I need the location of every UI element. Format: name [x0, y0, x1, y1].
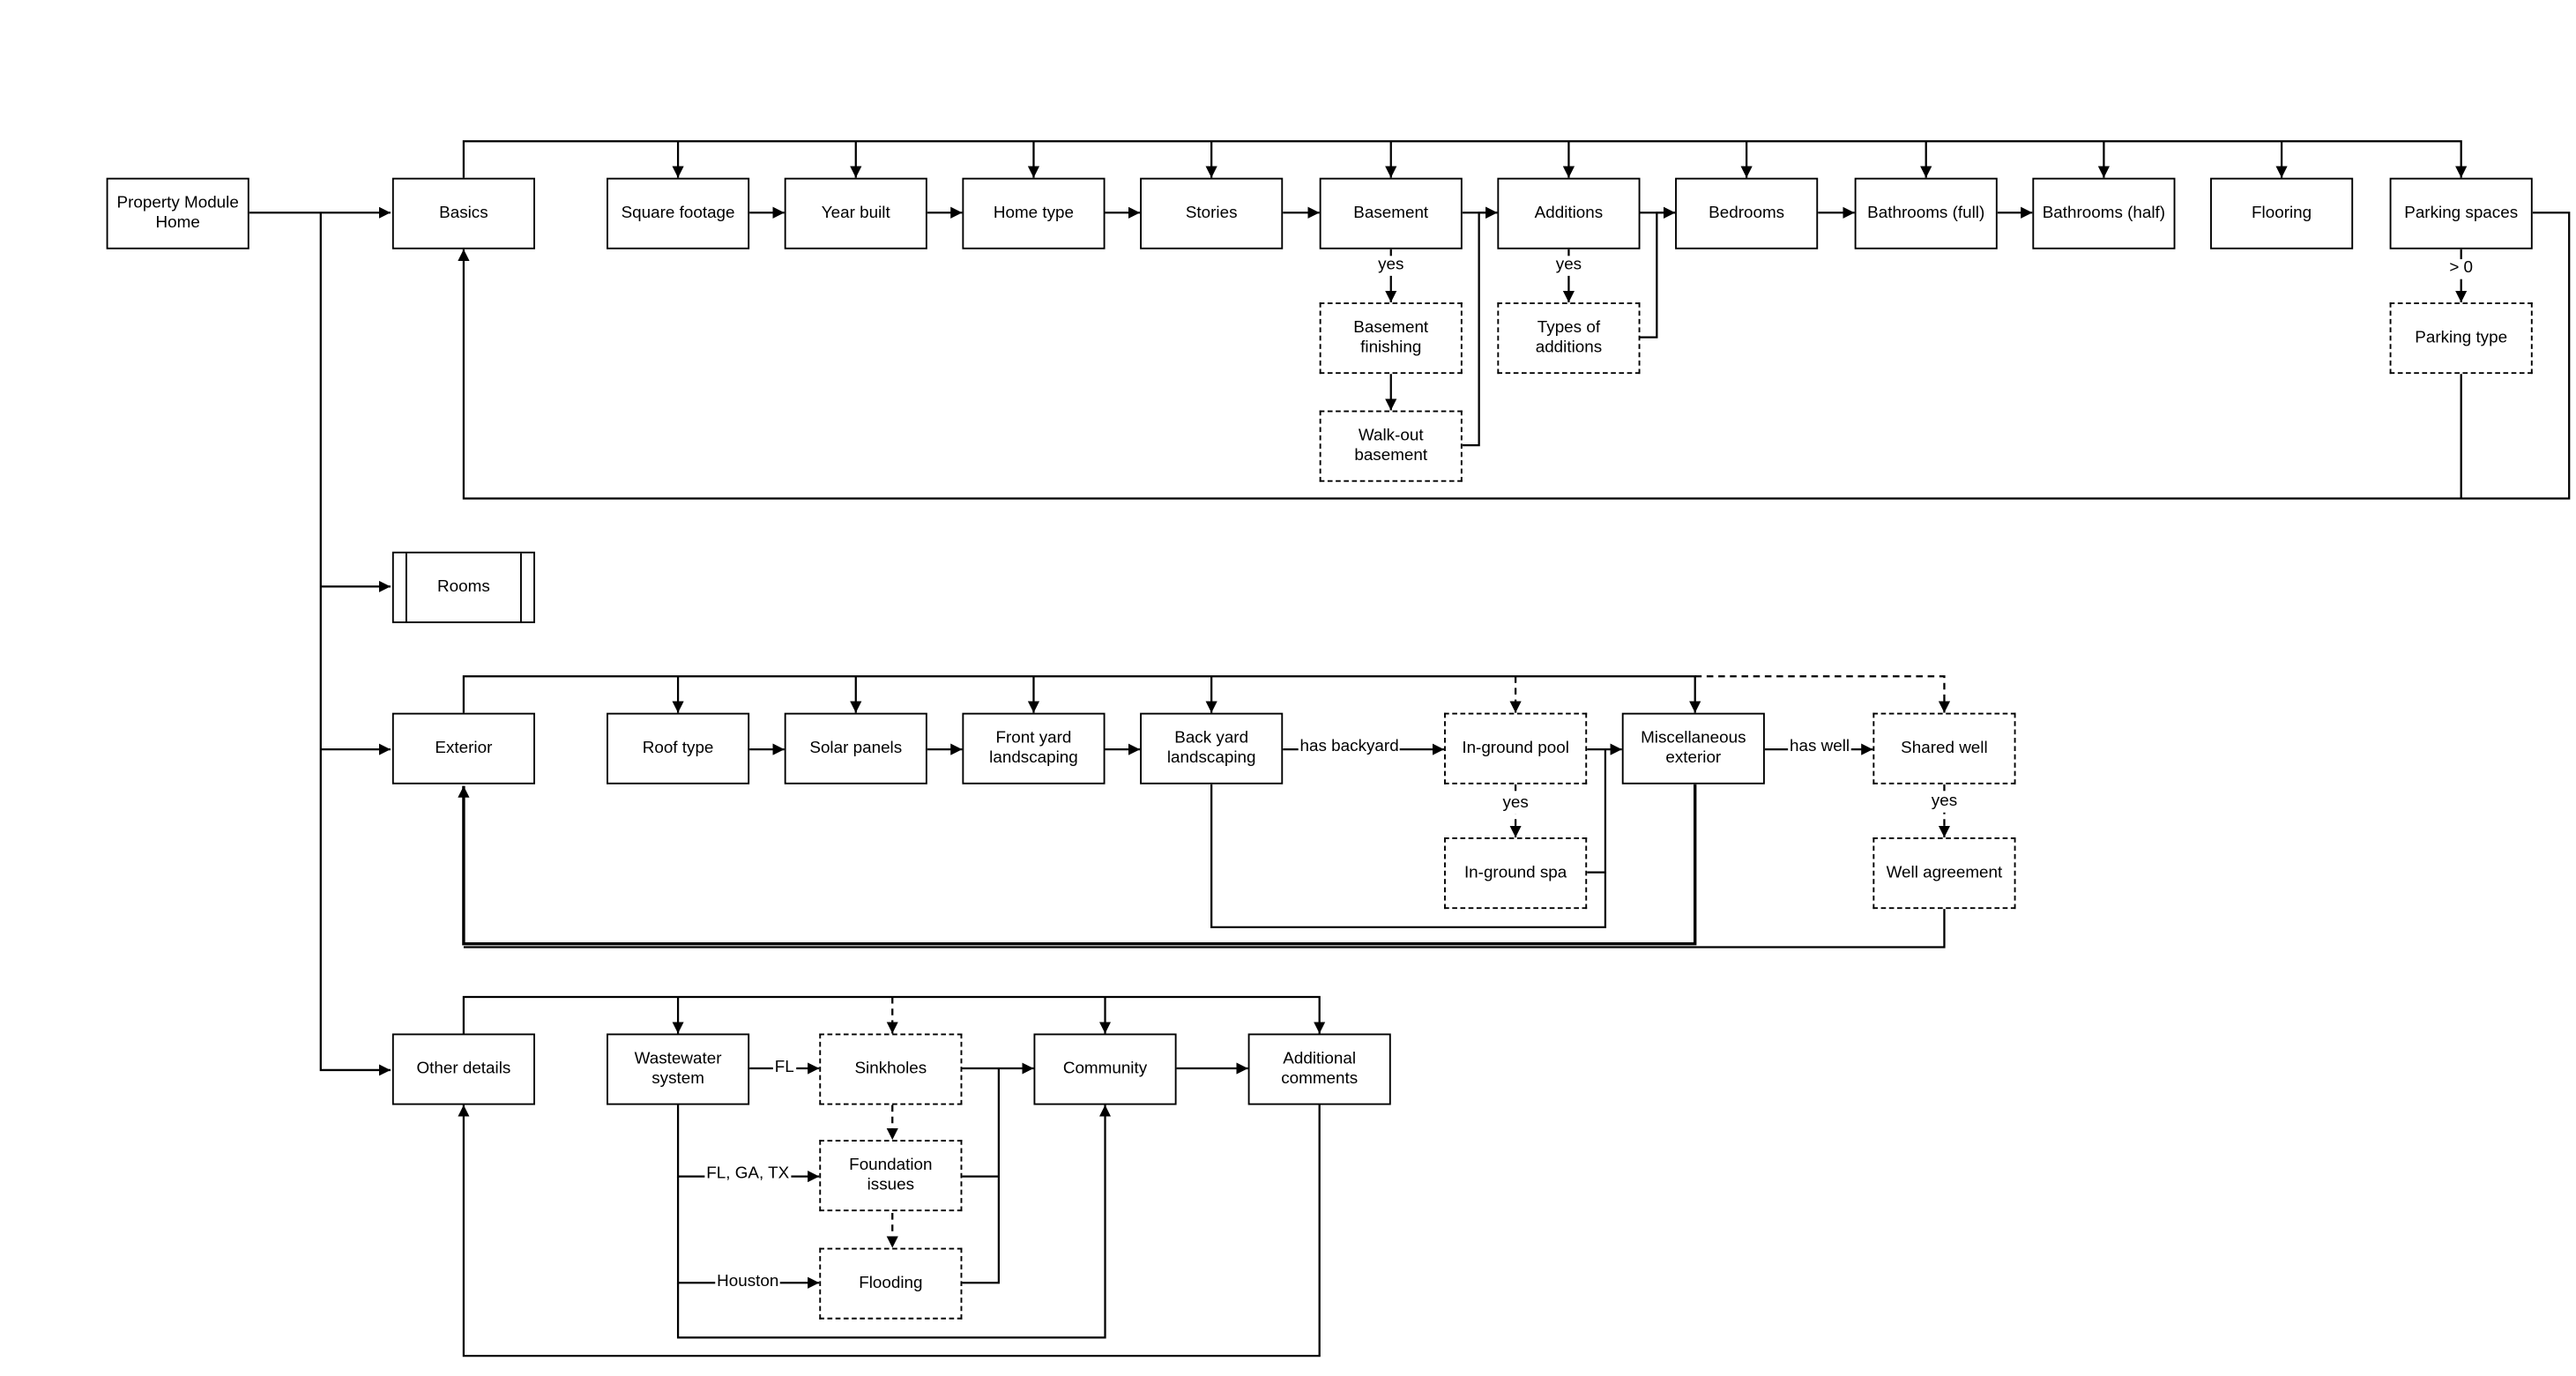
edge-label-basement-yes: yes [1376, 256, 1406, 276]
edge-label-parking-gt0: > 0 [2447, 259, 2475, 279]
property-module-home-node[interactable]: Property Module Home [106, 177, 249, 249]
foundation-issues-node[interactable]: Foundation issues [819, 1140, 963, 1212]
connector [1694, 675, 1951, 713]
rooms-node[interactable]: Rooms [391, 551, 535, 623]
additional-comments-node[interactable]: Additional comments [1247, 1033, 1391, 1105]
front-yard-landscaping-node[interactable]: Front yard landscaping [962, 712, 1106, 785]
well-agreement-node[interactable]: Well agreement [1872, 837, 2016, 910]
edge-label-additions-yes: yes [1553, 256, 1583, 276]
wastewater-system-node[interactable]: Wastewater system [607, 1033, 750, 1105]
sinkholes-node[interactable]: Sinkholes [819, 1033, 963, 1105]
bathrooms-half-node[interactable]: Bathrooms (half) [2032, 177, 2176, 249]
connector [676, 1105, 1112, 1339]
basement-node[interactable]: Basement [1319, 177, 1463, 249]
connector [463, 909, 1946, 948]
edge-label-well-yes: yes [1929, 792, 1960, 813]
connector [676, 1176, 820, 1289]
year-built-node[interactable]: Year built [784, 177, 927, 249]
edge-label-pool-yes: yes [1500, 794, 1530, 814]
exterior-node[interactable]: Exterior [391, 712, 535, 785]
walkout-basement-node[interactable]: Walk-out basement [1319, 410, 1463, 482]
back-yard-landscaping-node[interactable]: Back yard landscaping [1140, 712, 1284, 785]
connector [1462, 206, 1498, 447]
flooring-node[interactable]: Flooring [2210, 177, 2354, 249]
inground-spa-node[interactable]: In-ground spa [1444, 837, 1588, 910]
home-type-node[interactable]: Home type [962, 177, 1106, 249]
basement-finishing-node[interactable]: Basement finishing [1319, 302, 1463, 375]
connector [962, 1176, 1001, 1284]
connector [319, 212, 391, 1076]
flooding-node[interactable]: Flooding [819, 1247, 963, 1320]
parking-type-node[interactable]: Parking type [2389, 302, 2533, 375]
basics-node[interactable]: Basics [391, 177, 535, 249]
square-footage-node[interactable]: Square footage [607, 177, 750, 249]
edge-label-fl-ga-tx: FL, GA, TX [704, 1164, 792, 1186]
connector [962, 1068, 1001, 1178]
edge-label-houston: Houston [715, 1272, 781, 1293]
connector [1210, 784, 1607, 928]
roof-type-node[interactable]: Roof type [607, 712, 750, 785]
types-of-additions-node[interactable]: Types of additions [1497, 302, 1641, 375]
additions-node[interactable]: Additions [1497, 177, 1641, 249]
connector [462, 675, 1701, 713]
other-details-node[interactable]: Other details [391, 1033, 535, 1105]
edge-label-fl: FL [772, 1058, 796, 1079]
shared-well-node[interactable]: Shared well [1872, 712, 2016, 785]
solar-panels-node[interactable]: Solar panels [784, 712, 927, 785]
edge-label-has-backyard: has backyard [1298, 737, 1401, 758]
parking-spaces-node[interactable]: Parking spaces [2389, 177, 2533, 249]
connector [1640, 206, 1676, 338]
community-node[interactable]: Community [1033, 1033, 1177, 1105]
edge-label-has-well: has well [1788, 737, 1852, 758]
connector [1587, 749, 1607, 874]
connector [458, 784, 1697, 946]
connector [458, 212, 2571, 500]
miscellaneous-exterior-node[interactable]: Miscellaneous exterior [1621, 712, 1765, 785]
stories-node[interactable]: Stories [1140, 177, 1284, 249]
inground-pool-node[interactable]: In-ground pool [1444, 712, 1588, 785]
bedrooms-node[interactable]: Bedrooms [1675, 177, 1819, 249]
bathrooms-full-node[interactable]: Bathrooms (full) [1854, 177, 1998, 249]
connector [458, 1105, 1321, 1357]
connector [462, 140, 2468, 178]
